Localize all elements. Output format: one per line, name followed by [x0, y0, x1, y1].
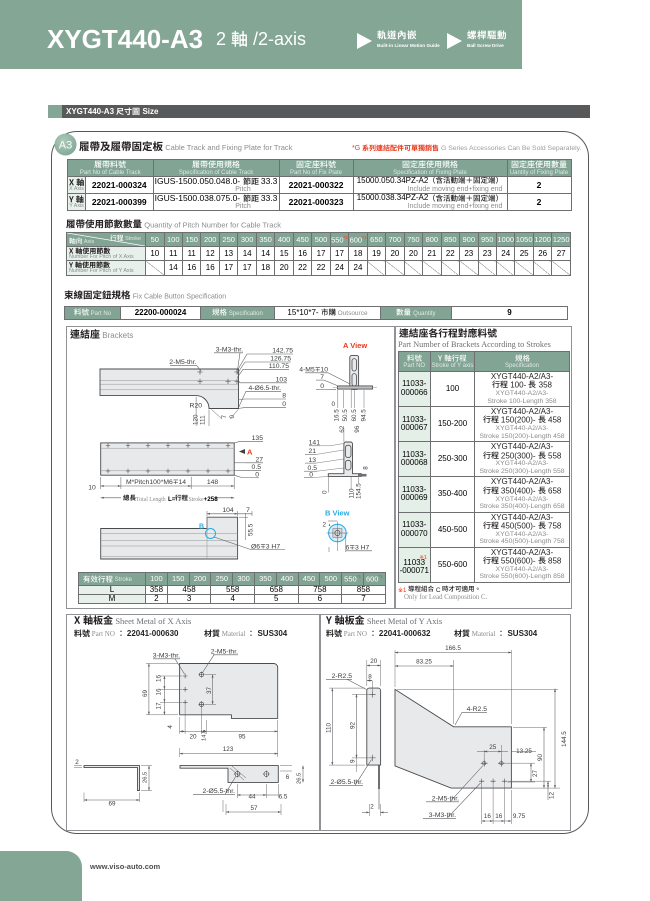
svg-text:16: 16	[484, 813, 492, 820]
svg-text:92: 92	[350, 721, 357, 729]
svg-text:2-Ø5.5-thr.: 2-Ø5.5-thr.	[331, 779, 364, 786]
svg-text:0: 0	[322, 490, 329, 494]
svg-text:0: 0	[320, 383, 324, 390]
svg-text:69: 69	[142, 689, 149, 697]
svg-text:60.5: 60.5	[351, 409, 358, 422]
svg-text:7: 7	[320, 374, 324, 381]
svg-text:8: 8	[368, 674, 372, 681]
svg-text:126.75: 126.75	[270, 356, 291, 363]
svg-text:142.75: 142.75	[272, 348, 293, 355]
svg-text:14.5: 14.5	[202, 730, 208, 741]
svg-text:110: 110	[349, 488, 356, 499]
svg-text:2-Ø5.5-thr.: 2-Ø5.5-thr.	[203, 788, 236, 795]
svg-text:25: 25	[489, 744, 497, 751]
svg-text:17: 17	[156, 702, 163, 710]
svg-text:3-M3-thr.: 3-M3-thr.	[429, 812, 456, 819]
svg-text:110.75: 110.75	[269, 363, 290, 370]
svg-text:26.5: 26.5	[297, 773, 303, 784]
svg-text:B View: B View	[325, 509, 350, 518]
svg-text:3-M3-thr.: 3-M3-thr.	[153, 653, 180, 660]
svg-text:Ø6∓3 H7: Ø6∓3 H7	[251, 543, 280, 550]
svg-text:2-M5-thr.: 2-M5-thr.	[169, 359, 196, 366]
svg-text:94.5: 94.5	[360, 409, 367, 422]
svg-text:26.5: 26.5	[143, 772, 149, 783]
svg-text:16: 16	[156, 688, 163, 696]
svg-text:95: 95	[238, 734, 246, 741]
svg-text:4-M5∓10: 4-M5∓10	[299, 367, 328, 374]
svg-text:57: 57	[250, 805, 258, 812]
svg-text:69: 69	[108, 801, 116, 808]
svg-text:4-Ø6.5-thr.: 4-Ø6.5-thr.	[249, 385, 282, 392]
svg-text:44: 44	[248, 794, 256, 801]
svg-text:M*Pitch100*M6∓14: M*Pitch100*M6∓14	[126, 479, 186, 486]
svg-text:6: 6	[286, 774, 290, 781]
svg-text:A: A	[247, 448, 253, 457]
svg-text:13: 13	[308, 457, 316, 464]
svg-text:148: 148	[207, 479, 219, 486]
svg-text:2: 2	[322, 521, 326, 528]
svg-text:141: 141	[309, 440, 321, 447]
svg-text:21: 21	[308, 448, 316, 455]
svg-text:8: 8	[282, 393, 286, 400]
svg-text:27: 27	[255, 457, 263, 464]
svg-text:16.5: 16.5	[333, 409, 340, 422]
svg-text:0.5: 0.5	[308, 465, 318, 472]
svg-text:104: 104	[222, 507, 234, 514]
svg-text:144.5: 144.5	[561, 731, 568, 747]
svg-text:9.75: 9.75	[513, 813, 526, 820]
svg-text:90: 90	[537, 753, 544, 761]
svg-text:37: 37	[206, 686, 213, 694]
svg-text:20: 20	[189, 734, 197, 741]
svg-text:8: 8	[363, 466, 370, 470]
svg-text:111: 111	[200, 415, 207, 425]
svg-text:0: 0	[282, 401, 286, 408]
svg-text:0: 0	[309, 471, 313, 478]
svg-text:12: 12	[549, 791, 556, 799]
svg-text:135: 135	[252, 435, 264, 442]
svg-text:83.25: 83.25	[416, 659, 432, 666]
svg-text:10: 10	[88, 484, 96, 491]
svg-text:B: B	[199, 524, 204, 531]
svg-text:4: 4	[167, 725, 174, 729]
svg-text:A3: A3	[59, 140, 72, 152]
svg-text:2-R2.5: 2-R2.5	[332, 673, 353, 680]
svg-text:110: 110	[326, 722, 333, 733]
svg-text:0: 0	[332, 401, 336, 408]
svg-text:123: 123	[223, 746, 234, 753]
svg-text:62: 62	[339, 425, 346, 433]
svg-text:7: 7	[246, 507, 250, 514]
svg-text:103: 103	[276, 376, 288, 383]
svg-text:2-M5-thr.: 2-M5-thr.	[432, 796, 459, 803]
svg-text:55.5: 55.5	[248, 523, 255, 536]
svg-text:7: 7	[221, 415, 228, 419]
svg-text:166.5: 166.5	[445, 645, 461, 652]
svg-text:27: 27	[532, 769, 539, 777]
svg-text:2: 2	[370, 803, 374, 810]
svg-text:20: 20	[370, 658, 378, 665]
svg-text:3-M3-thr.: 3-M3-thr.	[216, 347, 243, 354]
svg-text:A View: A View	[343, 341, 367, 350]
svg-text:9: 9	[350, 759, 357, 763]
svg-text:50.5: 50.5	[342, 409, 349, 422]
svg-text:2-M5-thr.: 2-M5-thr.	[211, 649, 238, 656]
svg-text:0: 0	[255, 471, 259, 478]
svg-text:96: 96	[354, 425, 361, 433]
svg-text:16: 16	[156, 674, 163, 682]
svg-text:16: 16	[495, 813, 503, 820]
svg-text:154.5: 154.5	[356, 483, 363, 499]
svg-text:2: 2	[75, 759, 79, 766]
svg-text:4-R2.5: 4-R2.5	[467, 706, 488, 713]
svg-text:0.5: 0.5	[252, 464, 262, 471]
svg-text:6.5: 6.5	[279, 794, 288, 801]
svg-text:6∓3 H7: 6∓3 H7	[346, 545, 370, 552]
